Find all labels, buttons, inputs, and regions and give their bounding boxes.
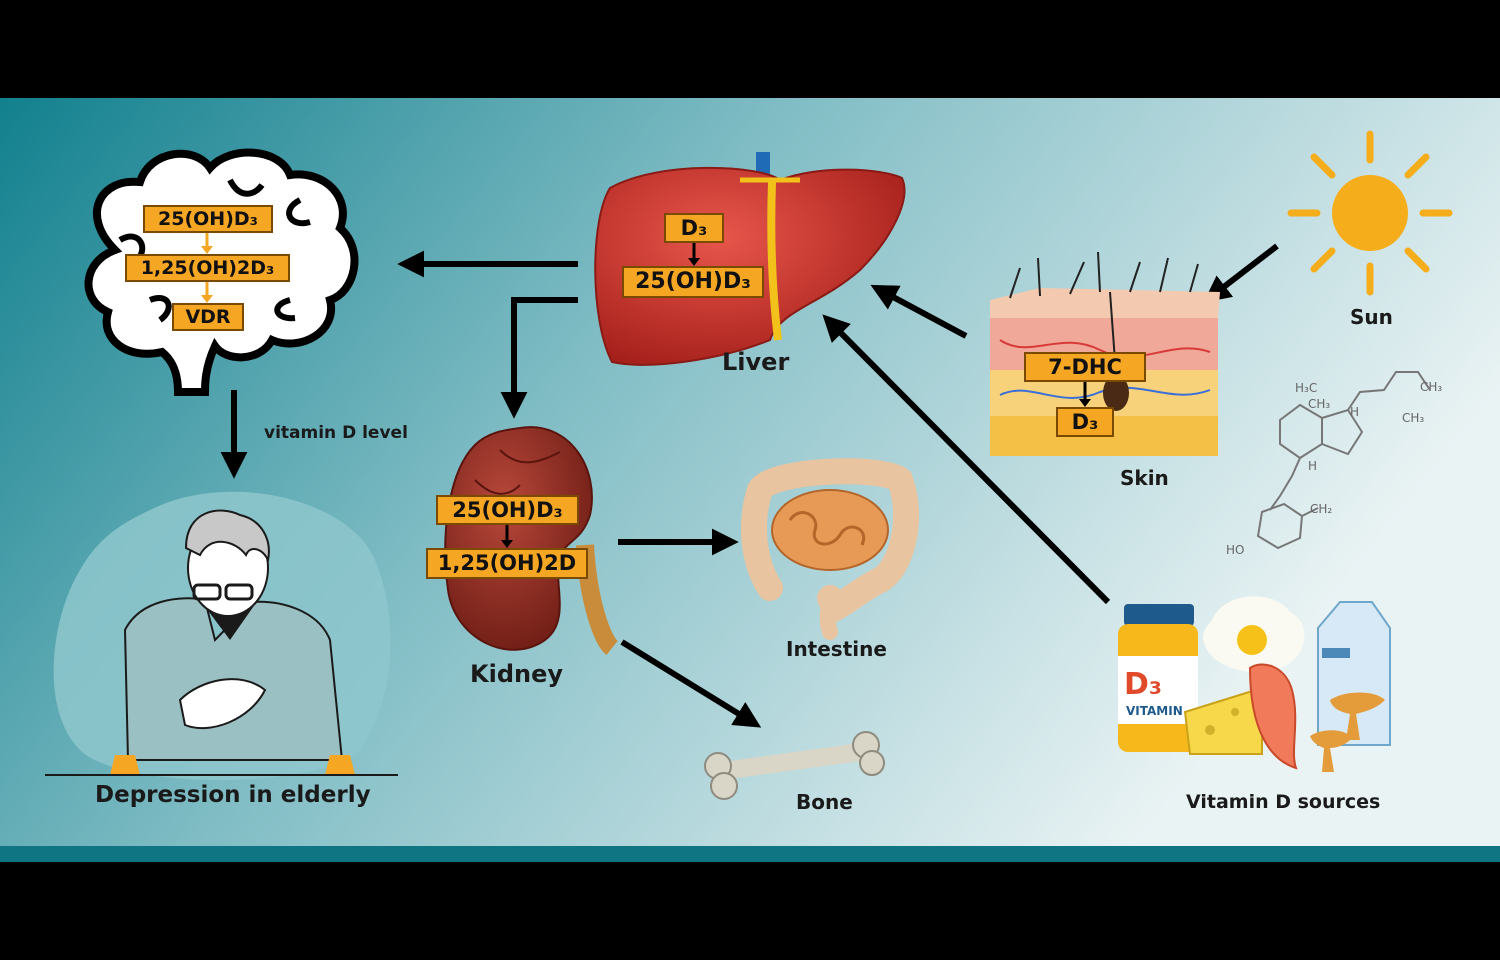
kidney-box-25ohd3: 25(OH)D₃ [436, 495, 579, 525]
elderly-person-illustration [45, 491, 398, 780]
molecule-ch3-mid: CH₃ [1308, 397, 1330, 411]
skin-box-7dhc: 7-DHC [1024, 352, 1146, 382]
brain-box-vdr: VDR [172, 303, 244, 331]
label-sun: Sun [1350, 305, 1393, 329]
liver-box-25ohd3: 25(OH)D₃ [622, 266, 764, 298]
skin-illustration [990, 251, 1220, 456]
kidney-illustration [444, 426, 619, 656]
label-intestine: Intestine [786, 637, 887, 661]
molecule-h2: H [1308, 459, 1317, 473]
label-vitamin-d-sources: Vitamin D sources [1186, 791, 1381, 813]
molecule-ho: HO [1226, 543, 1244, 557]
vitamin-d3-molecule [1256, 371, 1431, 550]
molecule-ch3-low: CH₃ [1402, 411, 1424, 425]
arrow-sources-to-liver [822, 314, 1111, 605]
supplement-brand: D₃ [1124, 667, 1162, 702]
skin-box-d3: D₃ [1056, 407, 1114, 437]
arrow-liver-to-kidney [500, 297, 578, 419]
kidney-box-1-25oh2d: 1,25(OH)2D [426, 548, 588, 579]
brain-box-1-25oh2d3: 1,25(OH)2D₃ [125, 254, 290, 282]
bottom-band [0, 846, 1500, 862]
label-kidney: Kidney [470, 660, 564, 688]
bone-illustration [704, 731, 885, 800]
sun-illustration [1287, 130, 1453, 296]
molecule-h1: H [1350, 405, 1359, 419]
arrow-kidney-to-bone [620, 639, 762, 728]
supplement-text: VITAMIN [1126, 704, 1183, 718]
liver-box-d3: D₃ [664, 213, 724, 243]
label-skin: Skin [1120, 466, 1169, 490]
label-vitamin-d-level: vitamin D level [264, 423, 408, 443]
arrows [220, 243, 1279, 728]
arrow-skin-to-liver [870, 284, 968, 339]
vitamin-d-sources-illustration: D₃ VITAMIN [1118, 596, 1391, 772]
molecule-ch2: CH₂ [1310, 502, 1332, 516]
brain-box-25ohd3: 25(OH)D₃ [143, 205, 273, 233]
molecule-ch3-right: CH₃ [1420, 380, 1442, 394]
label-bone: Bone [796, 790, 853, 814]
label-liver: Liver [722, 348, 790, 376]
molecule-h3c-top: H₃C [1295, 381, 1317, 395]
label-depression: Depression in elderly [95, 782, 371, 808]
arrow-sun-to-skin [1203, 243, 1279, 303]
intestine-illustration [741, 458, 920, 640]
